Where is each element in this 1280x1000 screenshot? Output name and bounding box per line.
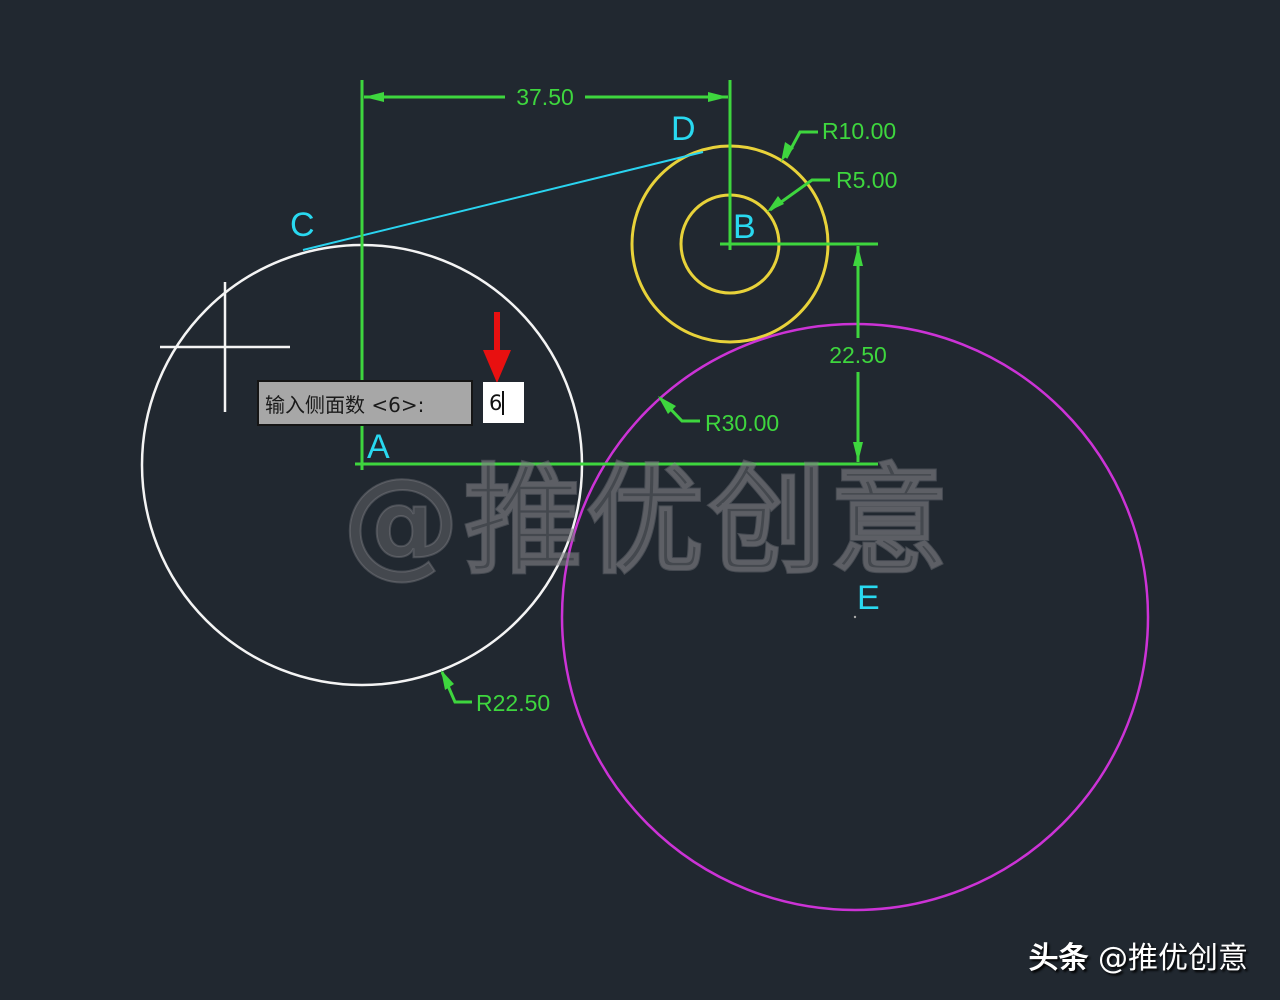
leader-r10[interactable]: R10.00	[781, 118, 896, 162]
command-prompt-text: 输入侧面数 <6>:	[265, 392, 425, 417]
footer-platform: 头条	[1028, 941, 1089, 976]
sides-count-input[interactable]: 6	[483, 382, 524, 423]
footer-handle: @推优创意	[1098, 941, 1248, 976]
text-caret	[502, 390, 505, 415]
radius-a-label: R22.50	[476, 690, 550, 716]
dimension-vertical-22-50[interactable]: 22.50	[829, 246, 887, 462]
point-label-a: A	[367, 428, 390, 466]
point-label-d: D	[671, 110, 696, 148]
radius-b-outer-label: R10.00	[822, 118, 896, 144]
center-point-e	[853, 615, 857, 619]
radius-b-inner-label: R5.00	[836, 167, 897, 193]
dim-horizontal-value: 37.50	[516, 84, 574, 110]
tangent-line-cd[interactable]	[302, 151, 704, 251]
footer-brand: 头条 @推优创意	[1028, 933, 1248, 977]
radius-e-label: R30.00	[705, 410, 779, 436]
leader-r22-50[interactable]: R22.50	[440, 670, 550, 716]
point-label-e: E	[857, 579, 880, 617]
point-label-b: B	[733, 208, 756, 246]
dimension-horizontal-37-50[interactable]: 37.50	[360, 80, 732, 470]
command-prompt-label: 输入侧面数 <6>:	[257, 380, 473, 426]
leader-r30[interactable]: R30.00	[658, 396, 779, 436]
circle-e-r30[interactable]	[560, 322, 1150, 912]
leader-r5[interactable]: R5.00	[767, 167, 897, 212]
point-label-c: C	[290, 206, 315, 244]
crosshair-icon	[160, 282, 290, 412]
dim-vertical-value: 22.50	[829, 342, 887, 368]
sides-count-value: 6	[489, 390, 503, 415]
red-arrow-icon	[483, 312, 511, 383]
